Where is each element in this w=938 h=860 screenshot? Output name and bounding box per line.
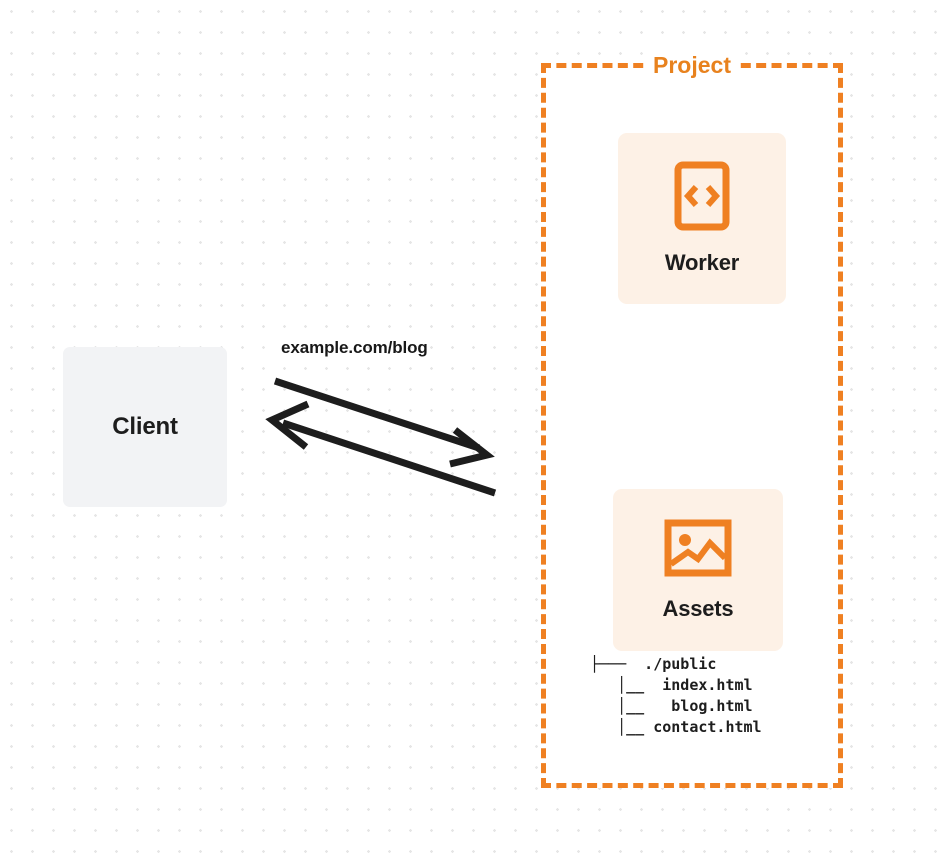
response-arrow (265, 400, 497, 497)
project-container: Project Worker Assets (541, 51, 843, 788)
client-node-label: Client (112, 413, 178, 440)
worker-node[interactable]: Worker (618, 133, 786, 304)
asset-file-tree: ├─── ./public │__ index.html │__ blog.ht… (590, 655, 762, 736)
request-url-label: example.com/blog (281, 338, 428, 357)
request-arrow (273, 377, 495, 468)
client-node[interactable]: Client (63, 347, 227, 507)
assets-node-label: Assets (662, 595, 734, 621)
worker-node-label: Worker (664, 250, 740, 275)
project-title-label: Project (646, 51, 738, 79)
assets-node[interactable]: Assets (613, 489, 783, 651)
code-brackets-icon (674, 161, 730, 236)
image-icon (664, 519, 732, 582)
